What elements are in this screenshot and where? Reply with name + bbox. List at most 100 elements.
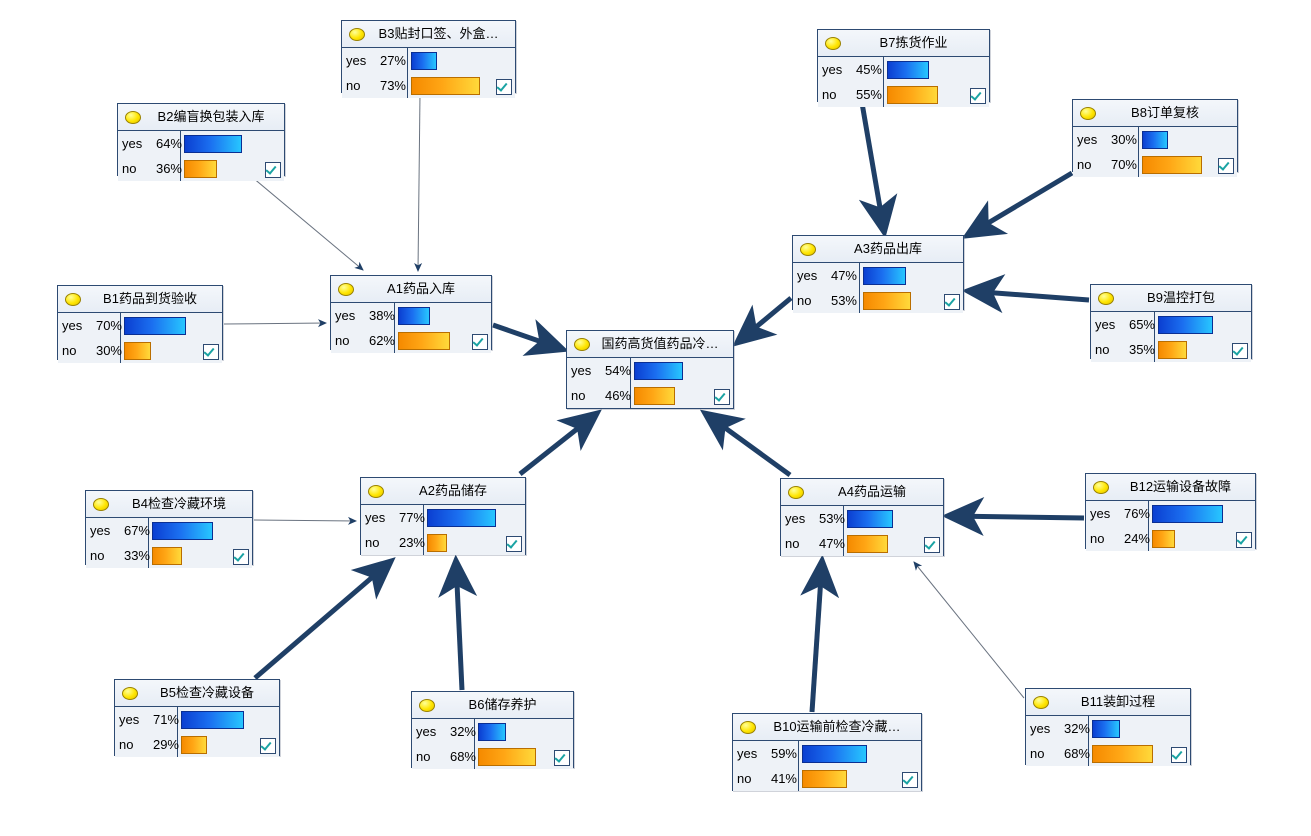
node-title-bar[interactable]: B12运输设备故障 <box>1086 474 1255 501</box>
node-title-bar[interactable]: B1药品到货验收 <box>58 286 222 313</box>
edge-B12-to-A4[interactable] <box>941 497 1085 537</box>
node-title-bar[interactable]: B2编盲换包装入库 <box>118 104 284 131</box>
edge-B9-to-A3[interactable] <box>961 274 1090 314</box>
edge-B11-to-A4[interactable] <box>913 561 1025 699</box>
edge-B3-to-A1[interactable] <box>414 93 423 272</box>
evidence-checkbox[interactable] <box>714 389 730 405</box>
evidence-checkbox[interactable] <box>924 537 940 553</box>
evidence-checkbox[interactable] <box>265 162 281 178</box>
evidence-checkbox[interactable] <box>554 750 570 766</box>
edge-B7-to-A3[interactable] <box>858 102 898 239</box>
edge-B4-to-A2[interactable] <box>253 516 357 525</box>
evidence-checkbox[interactable] <box>203 344 219 360</box>
node-title-bar[interactable]: B3贴封口签、外盒… <box>342 21 515 48</box>
evidence-checkbox[interactable] <box>1232 343 1248 359</box>
node-title-bar[interactable]: A4药品运输 <box>781 479 943 506</box>
edge-B5-to-A2[interactable] <box>253 557 396 680</box>
evidence-checkbox[interactable] <box>472 334 488 350</box>
node-title-bar[interactable]: B6储存养护 <box>412 692 573 719</box>
node-title-bar[interactable]: 国药高货值药品冷… <box>567 331 733 358</box>
evidence-checkbox[interactable] <box>1218 158 1234 174</box>
node-title-bar[interactable]: B7拣货作业 <box>818 30 989 57</box>
edge-A3-to-CORE[interactable] <box>732 296 793 347</box>
evidence-checkbox[interactable] <box>902 772 918 788</box>
edge-A2-to-CORE[interactable] <box>518 409 602 476</box>
edge-B8-to-A3[interactable] <box>961 170 1074 239</box>
evidence-checkbox[interactable] <box>506 536 522 552</box>
evidence-checkbox[interactable] <box>970 88 986 104</box>
evidence-checkbox[interactable] <box>233 549 249 565</box>
edge-A1-to-CORE[interactable] <box>492 319 570 356</box>
edge-B6-to-A2[interactable] <box>438 554 478 691</box>
edge-B1-to-A1[interactable] <box>223 319 327 328</box>
edge-B10-to-A4[interactable] <box>800 554 840 713</box>
node-title-bar[interactable]: B5检查冷藏设备 <box>115 680 279 707</box>
node-title-bar[interactable]: B9温控打包 <box>1091 285 1251 312</box>
evidence-checkbox[interactable] <box>944 294 960 310</box>
evidence-checkbox[interactable] <box>496 79 512 95</box>
node-title-bar[interactable]: B11装卸过程 <box>1026 689 1190 716</box>
evidence-checkbox[interactable] <box>1171 747 1187 763</box>
evidence-checkbox[interactable] <box>260 738 276 754</box>
node-title-bar[interactable]: B10运输前检查冷藏… <box>733 714 921 741</box>
edge-B2-to-A1[interactable] <box>251 176 364 271</box>
evidence-checkbox[interactable] <box>1236 532 1252 548</box>
node-title-bar[interactable]: A3药品出库 <box>793 236 963 263</box>
edge-A4-to-CORE[interactable] <box>699 409 792 478</box>
node-title-bar[interactable]: B4检查冷藏环境 <box>86 491 252 518</box>
node-title-bar[interactable]: A1药品入库 <box>331 276 491 303</box>
node-title-bar[interactable]: B8订单复核 <box>1073 100 1237 127</box>
node-title-bar[interactable]: A2药品储存 <box>361 478 525 505</box>
